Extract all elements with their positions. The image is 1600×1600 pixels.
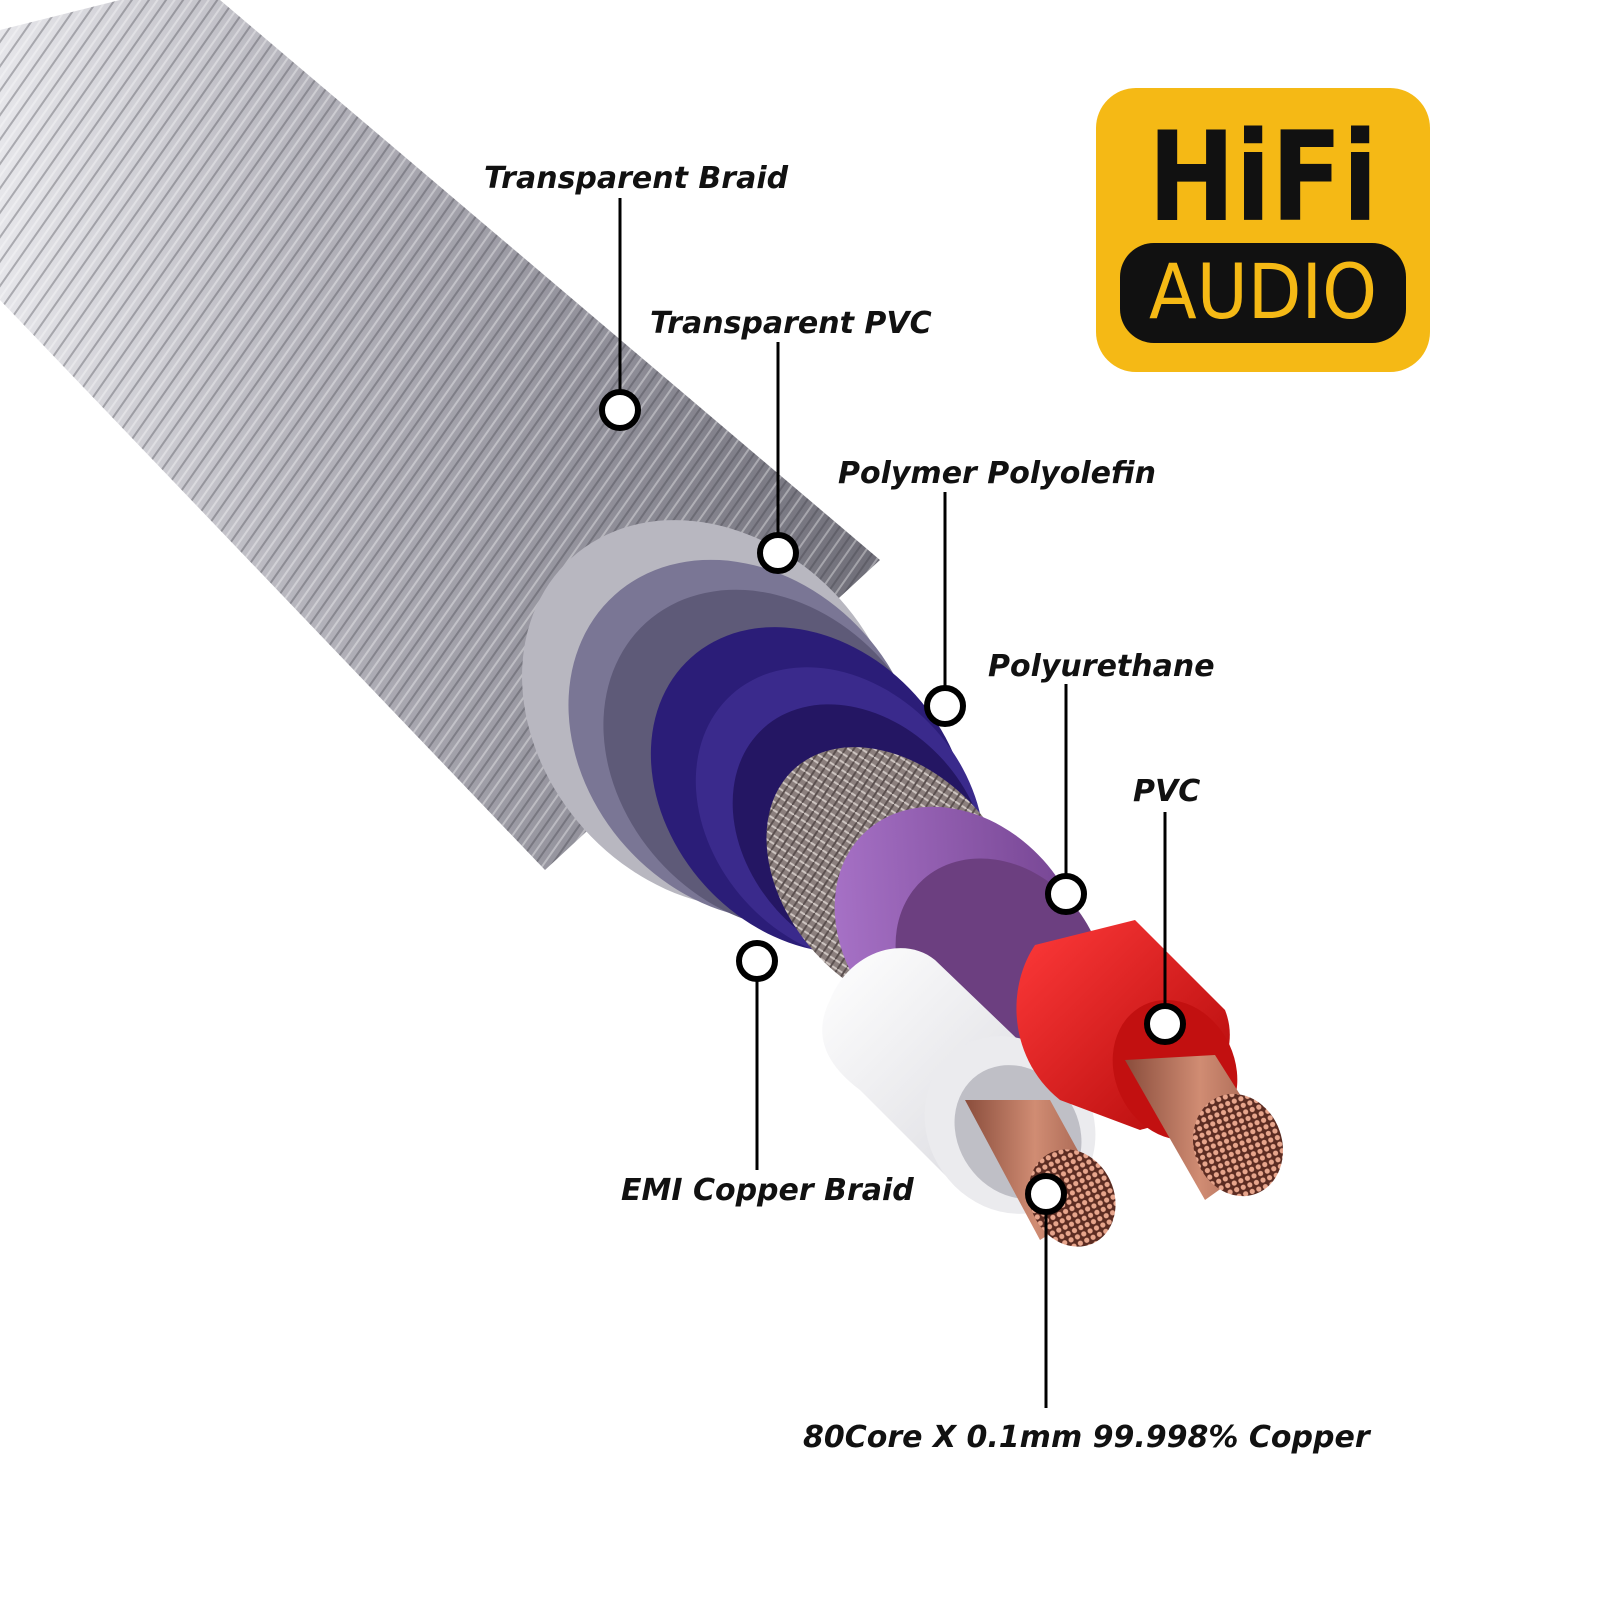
marker-copper-core: [1028, 1176, 1064, 1212]
label-transparent-braid: Transparent Braid: [484, 161, 789, 196]
label-pvc: PVC: [1133, 774, 1200, 809]
label-polyurethane: Polyurethane: [988, 649, 1215, 684]
marker-polymer-polyolefin: [927, 688, 963, 724]
marker-transparent-braid: [602, 392, 638, 428]
marker-pvc: [1147, 1006, 1183, 1042]
badge-hifi-text: HiFi: [1148, 106, 1378, 250]
hifi-audio-badge: HiFi AUDIO: [1096, 88, 1430, 372]
label-emi-copper-braid: EMI Copper Braid: [621, 1173, 914, 1208]
label-copper-core: 80Core X 0.1mm 99.998% Copper: [803, 1420, 1372, 1455]
marker-polyurethane: [1048, 876, 1084, 912]
label-polymer-polyolefin: Polymer Polyolefin: [838, 456, 1156, 491]
label-transparent-pvc: Transparent PVC: [650, 306, 932, 341]
marker-emi-copper-braid: [739, 943, 775, 979]
badge-audio-text: AUDIO: [1149, 247, 1377, 336]
marker-transparent-pvc: [760, 535, 796, 571]
